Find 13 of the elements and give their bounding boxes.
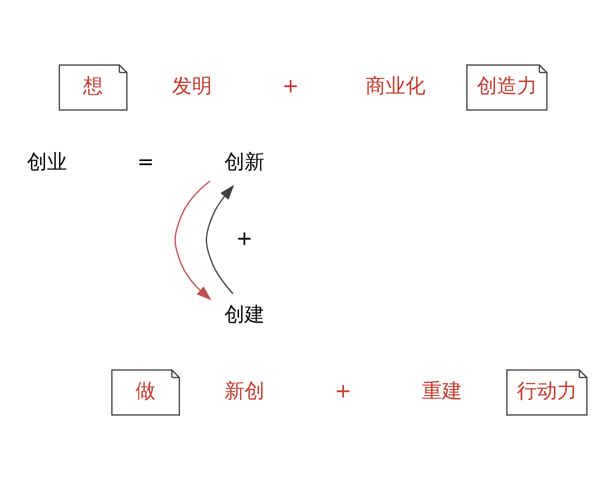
label: + (282, 73, 300, 98)
label: 商业化 (366, 73, 426, 98)
label: 重建 (422, 378, 462, 402)
arrow (206, 184, 234, 294)
node-text: 创建 (224, 302, 264, 326)
label: 新创 (224, 378, 264, 402)
node-text: 创新 (224, 150, 264, 174)
arrow (174, 180, 212, 300)
label: 创业 (26, 150, 67, 174)
label: + (334, 378, 352, 402)
label: 发明 (172, 73, 212, 98)
label: = (137, 150, 154, 174)
label: + (236, 226, 253, 250)
